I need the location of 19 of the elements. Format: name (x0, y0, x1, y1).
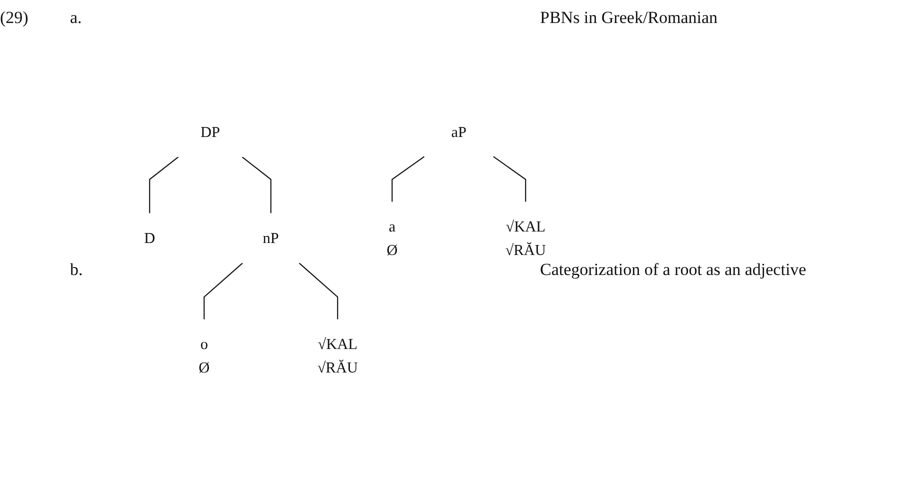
node-text: aP (451, 124, 466, 141)
node-text: o Ø (198, 336, 210, 376)
example-number: (29) (0, 8, 28, 28)
sub-example-letter: b. (70, 260, 83, 280)
node-text: √KAL √RĂU (317, 336, 358, 376)
connector (298, 263, 338, 320)
tree-caption: Categorization of a root as an adjective (540, 260, 806, 280)
tree-caption: PBNs in Greek/Romanian (540, 8, 718, 28)
sub-example-letter: a. (70, 8, 82, 28)
node-text: D (144, 230, 156, 247)
connector (204, 263, 243, 320)
node-text: nP (262, 230, 279, 247)
node-text: √KAL √RĂU (505, 218, 546, 258)
node-text: a Ø (386, 218, 398, 258)
node-text: DP (200, 124, 220, 141)
connector (493, 156, 526, 202)
connector (242, 156, 272, 214)
connector (149, 156, 179, 214)
connector (392, 156, 425, 202)
